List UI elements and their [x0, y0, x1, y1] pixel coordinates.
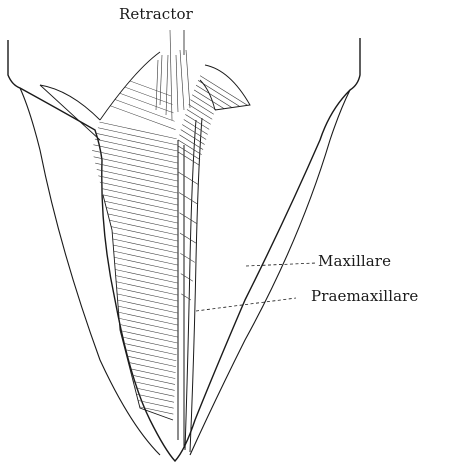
retractor-muscle — [156, 30, 190, 120]
maxillary-outline — [20, 88, 350, 455]
right-muscle-hatching — [175, 60, 255, 340]
maxillare-label: Maxillare — [318, 252, 391, 270]
praemaxillare-bone — [178, 118, 202, 452]
praemaxillare-label: Praemaxillare — [311, 287, 418, 305]
leader-maxillare — [246, 263, 316, 266]
leader-lines — [196, 263, 316, 311]
leader-praemaxillare — [196, 298, 296, 311]
retractor-label: Retractor — [119, 5, 193, 23]
